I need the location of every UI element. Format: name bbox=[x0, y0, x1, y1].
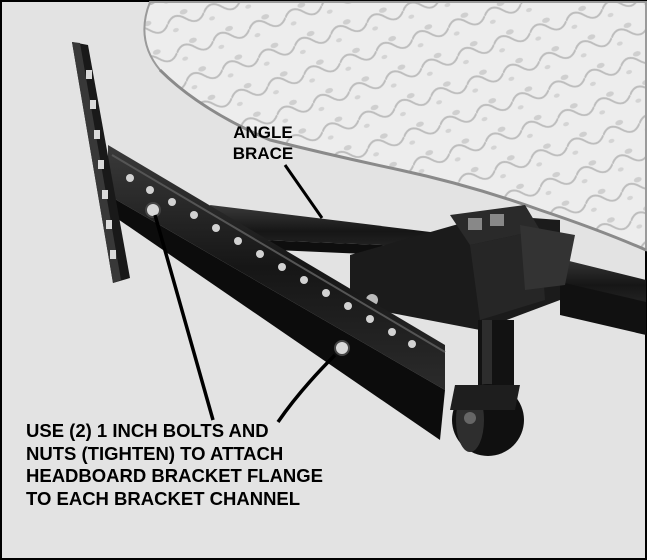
instruction-line-1: USE (2) 1 INCH BOLTS AND bbox=[26, 420, 269, 441]
headboard-bracket-flange bbox=[72, 42, 161, 283]
center-bracket bbox=[350, 205, 575, 330]
instruction-line-2: NUTS (TIGHTEN) TO ATTACH bbox=[26, 442, 284, 464]
instruction-text: USE (2) 1 INCH BOLTS AND NUTS (TIGHTEN) … bbox=[26, 420, 386, 510]
leader-line-bolt-left bbox=[153, 214, 215, 421]
bracket-channel bbox=[108, 145, 446, 440]
instruction-line-4: TO EACH BRACKET CHANNEL bbox=[26, 487, 301, 509]
leader-line-bolt-right bbox=[276, 353, 337, 423]
leader-line-angle-brace bbox=[283, 164, 324, 219]
angle-brace-label-line-2: BRACE bbox=[232, 144, 294, 163]
angle-brace-label: ANGLE BRACE bbox=[218, 122, 308, 164]
caster-wheel bbox=[450, 320, 524, 456]
bolt bbox=[145, 202, 161, 218]
angle-brace-label-line-1: ANGLE bbox=[233, 123, 293, 142]
instruction-line-3: HEADBOARD BRACKET FLANGE bbox=[26, 465, 324, 486]
bolt bbox=[334, 340, 350, 356]
